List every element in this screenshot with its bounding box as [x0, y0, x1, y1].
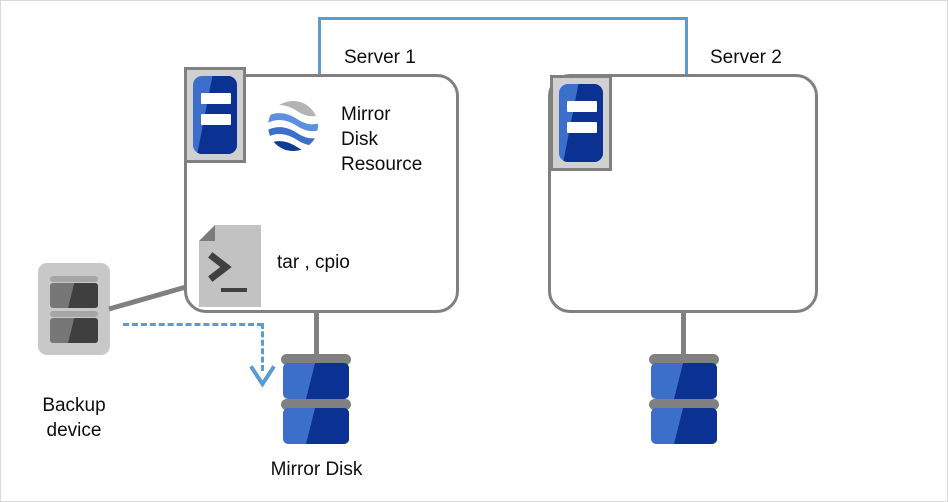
- server2-server-icon: [550, 75, 612, 171]
- mirror-disk-label: Mirror Disk: [270, 459, 363, 480]
- backup-device-body: [50, 283, 98, 308]
- backup-flow-dashed-horizontal: [123, 323, 263, 326]
- server1-disk-connector-line: [314, 313, 319, 357]
- disk-plate: [649, 354, 719, 365]
- disk-plate: [649, 399, 719, 410]
- disk-plate: [281, 354, 351, 365]
- mirror-disk-resource-logo-icon: [267, 100, 319, 152]
- server2-box[interactable]: [548, 74, 818, 313]
- server-chassis: [193, 76, 237, 154]
- server2-label: Server 2: [710, 47, 782, 68]
- backup-device-label: Backup device: [42, 395, 106, 441]
- backup-device-body: [50, 318, 98, 343]
- backup-flow-arrow-icon: [249, 365, 276, 388]
- disk-body: [283, 408, 349, 444]
- server-slot-bar: [201, 93, 231, 104]
- server-slot-bar: [201, 114, 231, 125]
- server1-label: Server 1: [344, 47, 416, 68]
- server-slot-bar: [567, 122, 597, 133]
- mirror-disk-resource-label: Mirror Disk Resource: [341, 104, 423, 175]
- backup-flow-dashed-vertical: [261, 323, 264, 371]
- disk-body: [651, 408, 717, 444]
- server1-server-icon: [184, 67, 246, 163]
- server2-disk-connector-line: [681, 313, 686, 357]
- backup-device-plate: [50, 276, 98, 282]
- interconnect-bracket-left-leg: [318, 17, 321, 76]
- backup-device-plate: [50, 311, 98, 317]
- disk-plate: [281, 399, 351, 410]
- server-slot-bar: [567, 101, 597, 112]
- interconnect-bracket-right-leg: [685, 17, 688, 76]
- interconnect-bracket-top: [318, 17, 688, 20]
- backup-device-connector-line: [108, 284, 187, 312]
- server2-disk-icon: [649, 354, 719, 448]
- server-chassis: [559, 84, 603, 162]
- disk-body: [651, 363, 717, 399]
- disk-body: [283, 363, 349, 399]
- backup-device-icon: [38, 263, 110, 355]
- script-file-icon: [199, 225, 261, 307]
- mirror-disk-icon: [281, 354, 351, 448]
- tar-cpio-label: tar , cpio: [277, 252, 350, 273]
